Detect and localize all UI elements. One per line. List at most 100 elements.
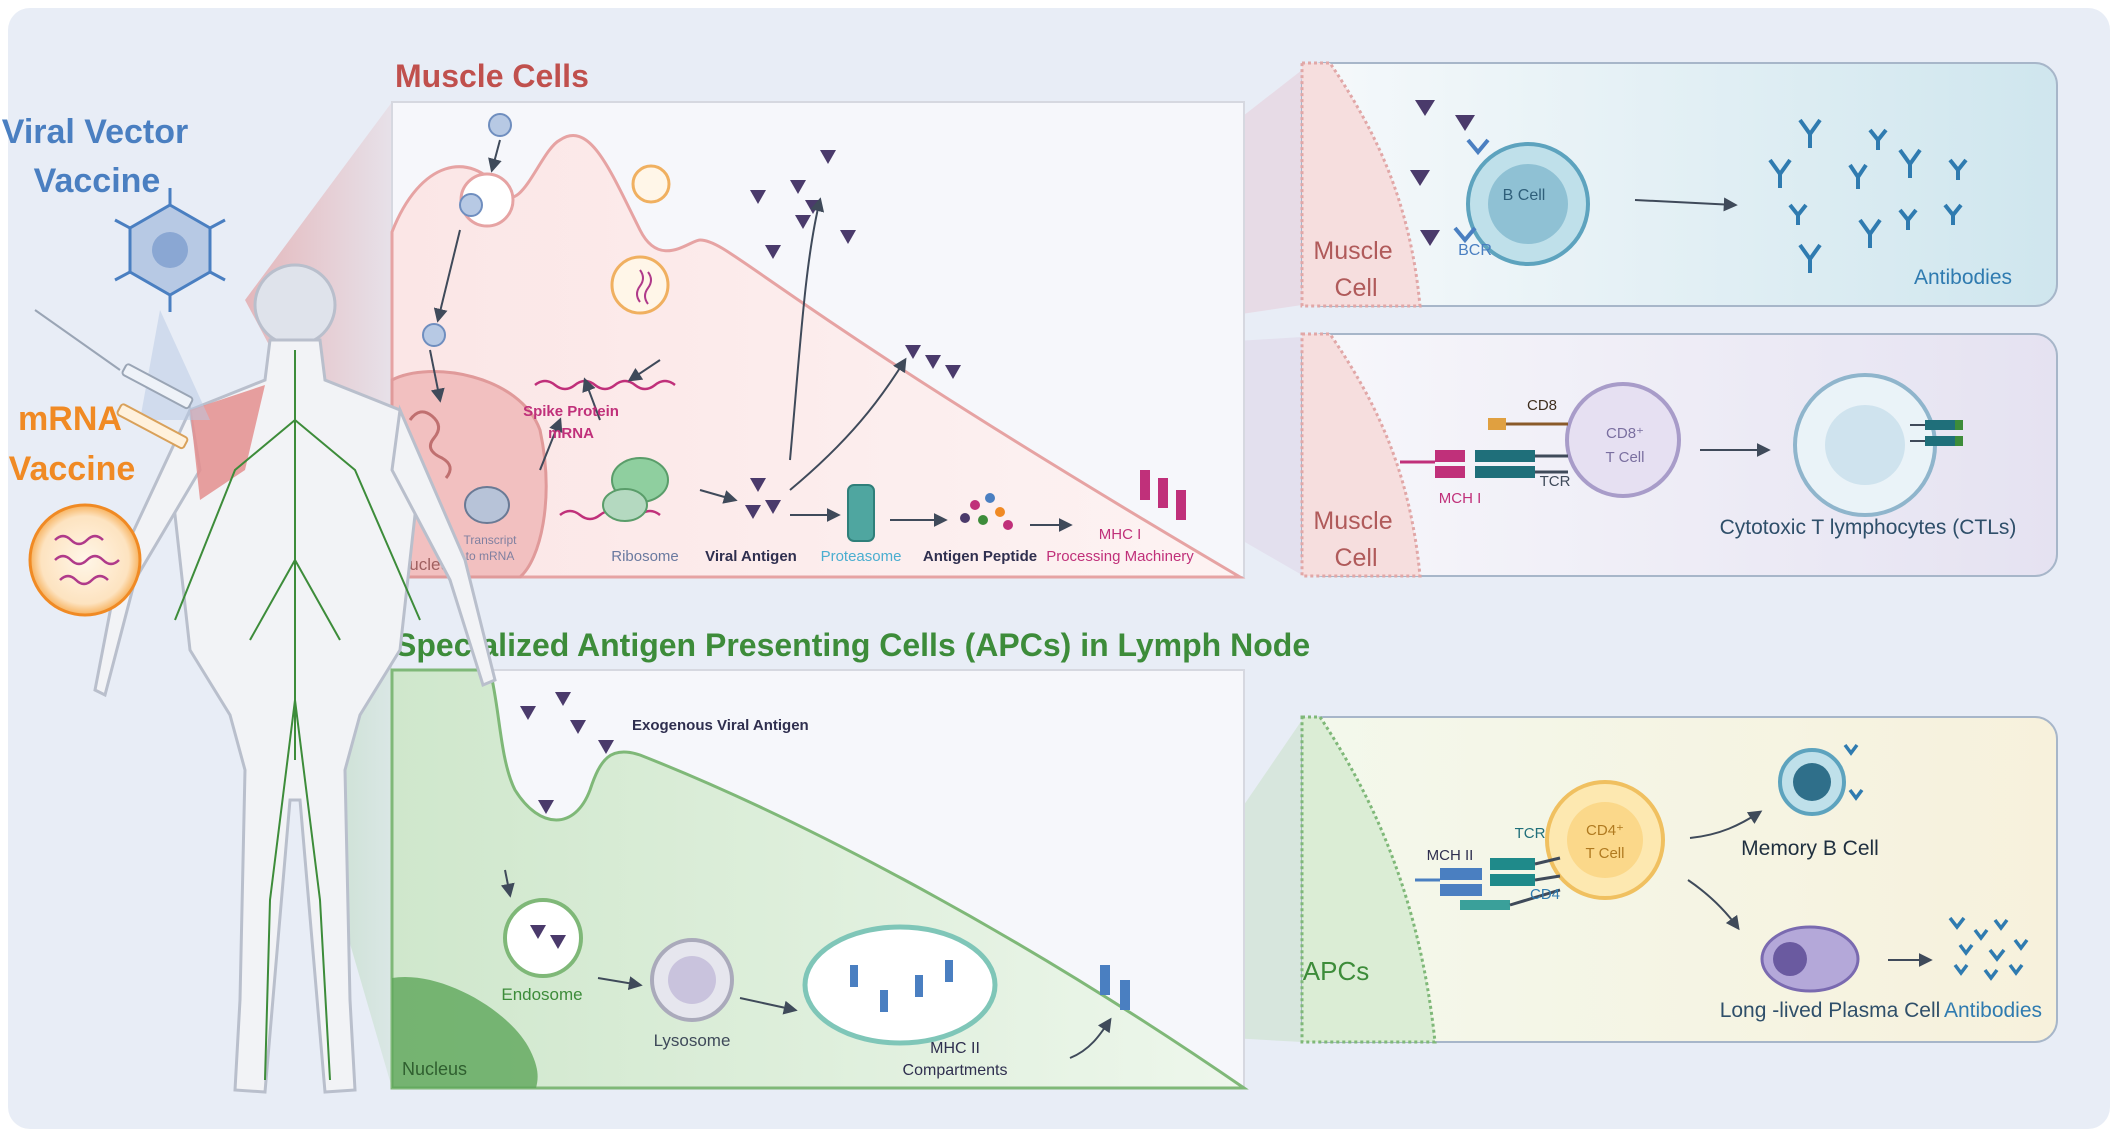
mhc-ii-compartment-label-line1: MHC II [930, 1040, 980, 1057]
cd4-label: CD4 [1530, 886, 1560, 903]
cd8-label: CD8 [1527, 397, 1557, 414]
cd4-t-cell-label-line1: CD4⁺ [1586, 822, 1624, 839]
mhc-i-molecules-icon [1140, 470, 1186, 520]
viral-vector-label-line2: Vaccine [34, 162, 161, 200]
viral-dna-icon [408, 410, 452, 479]
antigen-peptides-icon [960, 493, 1013, 530]
transcription-complex-icon [464, 486, 510, 524]
cd8-t-cell-label-line1: CD8⁺ [1606, 425, 1644, 442]
viral-vector-particle [459, 193, 483, 217]
human-figure [93, 263, 497, 1094]
cd8-t-cell-label-line2: T Cell [1606, 449, 1645, 466]
tcell-muscle-label-line1: Muscle [1313, 507, 1392, 535]
antigen-peptide-label: Antigen Peptide [923, 548, 1037, 565]
ctl-label: Cytotoxic T lymphocytes (CTLs) [1720, 516, 2017, 539]
apcs-label: APCs [1303, 956, 1369, 986]
ribosome-small-subunit-icon [602, 488, 648, 522]
apc-process-arrows [500, 869, 1112, 1059]
antibodies-label: Antibodies [1914, 266, 2012, 289]
muscle-process-arrows [429, 139, 1073, 532]
spike-mrna-strand [534, 379, 676, 391]
mrna-strand [636, 269, 644, 303]
apc-tcell-box: APCs MCH II TCR CD4 CD4⁺ T Cell Memory B… [1300, 715, 2058, 1044]
apc-box-arrows [1687, 810, 1933, 967]
antibodies-cluster [1768, 118, 1968, 273]
muscle-panel-title: Muscle Cells [395, 58, 589, 94]
proteasome-icon [847, 484, 875, 542]
ctl-nucleus [1825, 405, 1905, 485]
tcell-muscle-label-line2: Cell [1334, 544, 1377, 572]
mrna-lnp-icon [28, 503, 142, 617]
cd8-t-cell-icon [1565, 382, 1681, 498]
exogenous-antigen-label: Exogenous Viral Antigen [632, 717, 809, 734]
proteasome-label: Proteasome [821, 548, 902, 565]
mhc-i-tcr-complex [1400, 418, 1963, 478]
cd4-t-cell-nucleus [1567, 802, 1643, 878]
viral-vector-particle [488, 113, 512, 137]
mch-ii-label: MCH II [1427, 847, 1474, 864]
exogenous-antigen-cluster [520, 692, 614, 949]
viral-vector-particle-icon [114, 188, 226, 312]
apc-panel: Specialized Antigen Presenting Cells (AP… [390, 627, 1310, 1090]
memory-b-cell-label: Memory B Cell [1741, 837, 1879, 860]
bcell-to-antibodies-arrow [1634, 197, 1738, 212]
mhc-ii-molecules-icon [850, 960, 1130, 1012]
lysosome-label: Lysosome [654, 1031, 731, 1050]
apc-box-antibodies [1843, 743, 2029, 981]
mhc-i-label-line1: MHC I [1099, 526, 1142, 543]
memory-b-cell-nucleus [1793, 763, 1831, 801]
apc-nucleus-label: Nucleus [402, 1059, 467, 1079]
apc-cell-body [390, 668, 1249, 1090]
mhc-i-label-line2: Processing Machinery [1046, 548, 1194, 565]
muscle-panel: Muscle Cells Nucleus Transcript to mRNA … [390, 58, 1246, 579]
tcr-label: TCR [1540, 473, 1571, 490]
viral-antigen-label: Viral Antigen [705, 548, 797, 565]
b-cell-label: B Cell [1503, 187, 1546, 204]
bcell-box: Muscle Cell B Cell BCR Antibodies [1300, 61, 2058, 308]
cd4-t-cell-label-line2: T Cell [1586, 845, 1625, 862]
ribosome-label: Ribosome [611, 548, 679, 565]
bcr-label: BCR [1458, 242, 1492, 259]
right-arm [390, 404, 497, 688]
mhc-ii-compartment-icon [802, 924, 998, 1046]
mhc-ii-tcr-complex [1415, 856, 1561, 910]
bcell-antigens [1410, 100, 1475, 246]
viral-vector-particle [422, 323, 446, 347]
apc-box-antibodies-label: Antibodies [1944, 999, 2042, 1022]
viral-antigen-cluster [745, 150, 961, 519]
endosome-icon [503, 898, 583, 978]
transcript-label-line2: to mRNA [466, 549, 515, 563]
transcript-label-line1: Transcript [464, 533, 518, 547]
apc-nucleus [392, 976, 538, 1088]
tcell-box: Muscle Cell CD8 CD8⁺ T Cell TCR MCH I Cy… [1300, 332, 2058, 578]
mrna-vaccine-label-line2: Vaccine [9, 450, 136, 488]
tcell-muscle-membrane [1300, 332, 1422, 578]
spike-mrna-label-line1: Spike Protein [523, 403, 619, 420]
bcell-muscle-label-line1: Muscle [1313, 237, 1392, 265]
deltoid-muscle [190, 385, 265, 500]
bcell-muscle-membrane [1300, 61, 1422, 308]
plasma-cell-nucleus [1773, 942, 1807, 976]
bcr-receptors [1453, 138, 1490, 244]
syringe-icons [34, 309, 194, 450]
plasma-cell-label: Long -lived Plasma Cell [1720, 999, 1941, 1022]
apc-panel-title: Specialized Antigen Presenting Cells (AP… [395, 627, 1310, 663]
tcr-cd4-label: TCR [1515, 825, 1546, 842]
lymphatic-system [174, 350, 421, 1081]
apc-membrane [1300, 715, 1437, 1044]
lysosome-core [668, 956, 716, 1004]
lipid-nanoparticle [631, 164, 671, 204]
mrna-strand-2 [644, 271, 652, 305]
mhc-ii-compartment-label-line2: Compartments [903, 1062, 1008, 1079]
bcell-muscle-label-line2: Cell [1334, 274, 1377, 302]
head [253, 263, 337, 347]
b-cell-nucleus [1488, 164, 1568, 244]
spike-mrna-label-line2: mRNA [548, 425, 594, 442]
mrna-vaccine-label-line1: mRNA [18, 400, 122, 438]
mch-i-label: MCH I [1439, 490, 1482, 507]
mrna-strands-icon [54, 534, 120, 586]
endosome-label: Endosome [501, 985, 582, 1004]
viral-vector-label-line1: Viral Vector [2, 113, 189, 151]
